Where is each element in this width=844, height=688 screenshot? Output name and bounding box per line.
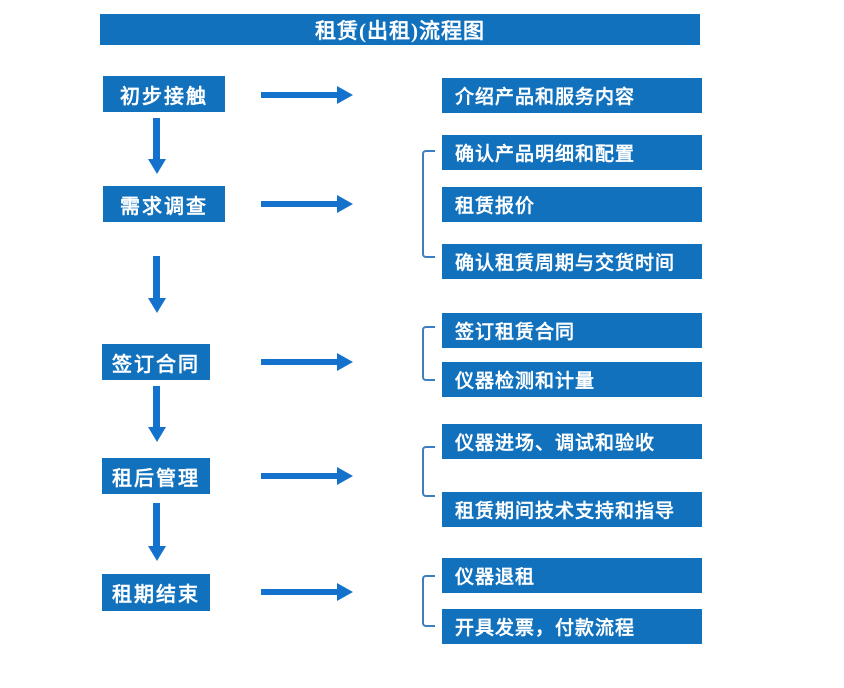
flowchart-title-bar: 租赁(出租)流程图 — [100, 14, 700, 45]
arrow-down-icon — [153, 386, 160, 427]
arrow-right-icon — [261, 473, 337, 479]
output-label: 签订租赁合同 — [455, 322, 576, 343]
output-label: 开具发票，付款流程 — [455, 618, 636, 639]
output-box-invoice-payment: 开具发票，付款流程 — [442, 609, 702, 644]
output-box-instrument-arrival: 仪器进场、调试和验收 — [442, 424, 702, 459]
output-box-sign-rental-contract: 签订租赁合同 — [442, 313, 702, 348]
stage-box-post-rental-management: 租后管理 — [102, 458, 210, 494]
stage-box-demand-survey: 需求调查 — [103, 186, 225, 222]
output-box-confirm-rental-period: 确认租赁周期与交货时间 — [442, 244, 702, 279]
output-box-confirm-product-details: 确认产品明细和配置 — [442, 135, 702, 170]
stage-label: 租期结束 — [112, 584, 200, 606]
stage-box-sign-contract: 签订合同 — [102, 344, 210, 380]
arrow-right-icon — [261, 359, 337, 365]
stage-label: 初步接触 — [120, 85, 208, 108]
output-label: 确认租赁周期与交货时间 — [455, 253, 676, 274]
output-box-rental-quotation: 租赁报价 — [442, 187, 702, 222]
stage-label: 签订合同 — [112, 353, 200, 376]
stage-label: 需求调查 — [120, 195, 208, 218]
bracket-connector — [422, 150, 435, 258]
output-box-technical-support: 租赁期间技术支持和指导 — [442, 492, 702, 527]
output-label: 仪器检测和计量 — [455, 371, 596, 392]
output-label: 仪器退租 — [455, 567, 536, 588]
output-box-instrument-return: 仪器退租 — [442, 558, 702, 593]
output-box-introduce-products: 介绍产品和服务内容 — [442, 78, 702, 113]
stage-box-rental-end: 租期结束 — [102, 574, 210, 611]
output-label: 租赁报价 — [455, 196, 536, 217]
output-label: 租赁期间技术支持和指导 — [455, 501, 676, 522]
arrow-down-icon — [153, 256, 160, 298]
arrow-down-icon — [153, 118, 160, 159]
flowchart-title: 租赁(出租)流程图 — [315, 18, 485, 43]
bracket-connector — [422, 575, 435, 627]
stage-label: 租后管理 — [112, 467, 200, 490]
stage-box-initial-contact: 初步接触 — [103, 76, 225, 112]
output-label: 仪器进场、调试和验收 — [455, 433, 656, 454]
arrow-down-icon — [153, 503, 160, 546]
arrow-right-icon — [261, 589, 337, 595]
arrow-right-icon — [261, 201, 337, 207]
output-label: 确认产品明细和配置 — [455, 144, 636, 165]
arrow-right-icon — [261, 92, 337, 98]
bracket-connector — [422, 446, 435, 497]
output-box-instrument-testing: 仪器检测和计量 — [442, 362, 702, 397]
output-label: 介绍产品和服务内容 — [455, 87, 636, 108]
bracket-connector — [422, 326, 435, 381]
